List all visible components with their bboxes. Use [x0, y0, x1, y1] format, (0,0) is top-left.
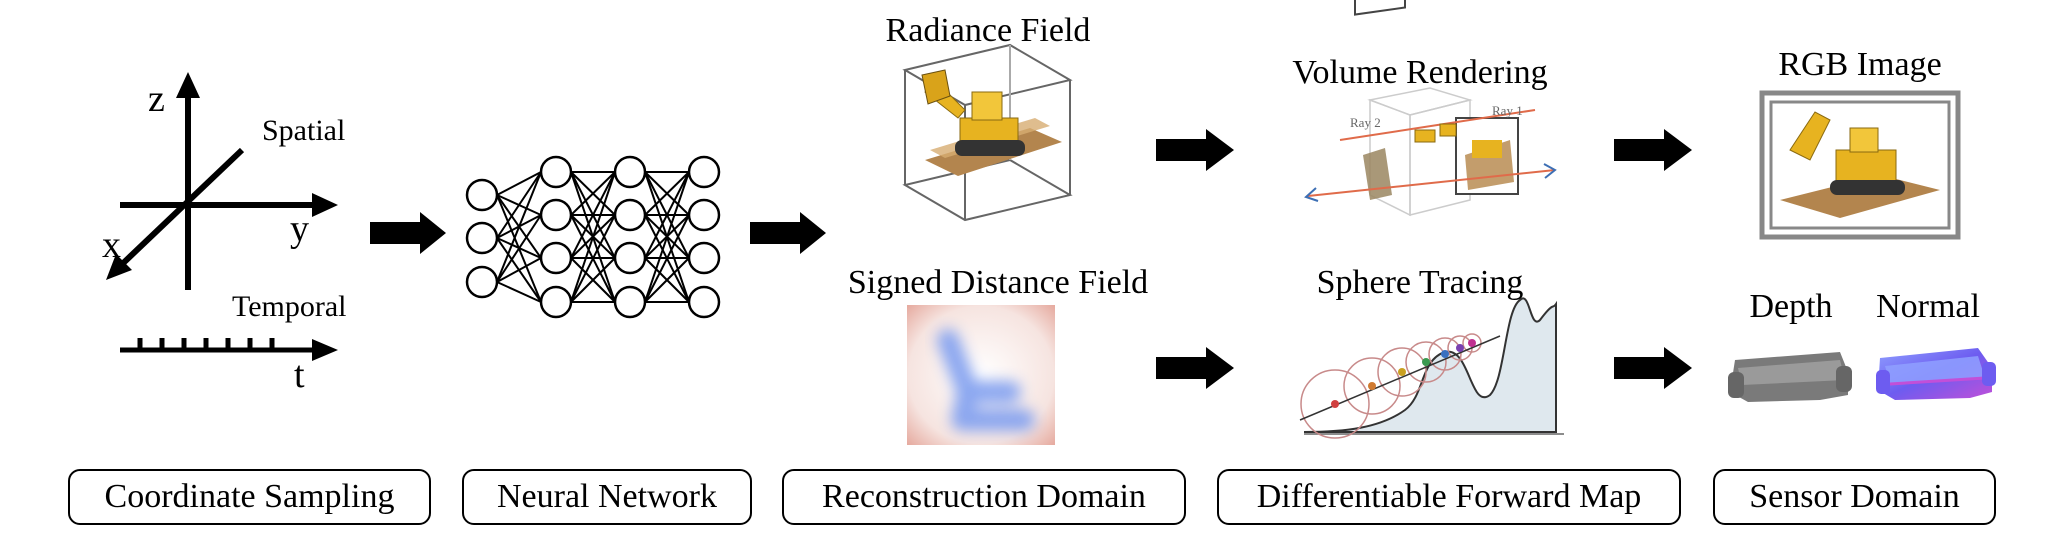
- nn-connection: [570, 214, 616, 303]
- normal-sofa-art: [1876, 348, 1996, 400]
- sphere-tracing-art: [1299, 297, 1564, 439]
- nn-connection: [496, 281, 542, 303]
- nn-node: [687, 198, 721, 232]
- rgb-image-art: [1759, 90, 1961, 240]
- nn-connection: [644, 171, 690, 303]
- volume-rendering-art: [1304, 0, 1557, 217]
- nn-node: [613, 198, 647, 232]
- stage-neural-network: Neural Network: [462, 469, 752, 525]
- ray-1-label: Ray 1: [1492, 103, 1523, 118]
- flow-arrows: [370, 129, 1692, 389]
- nn-node: [465, 178, 499, 212]
- nn-connection: [570, 257, 616, 303]
- nn-connection: [570, 171, 616, 303]
- temporal-label: Temporal: [232, 290, 347, 323]
- nn-connection: [496, 171, 542, 283]
- nn-connection: [644, 257, 690, 303]
- signed-distance-field: [907, 305, 1055, 445]
- t-axis-label: t: [294, 354, 305, 396]
- nn-node: [539, 285, 573, 319]
- nn-node: [465, 265, 499, 299]
- temporal-axis: [120, 338, 338, 361]
- arrow-6: [1614, 347, 1692, 389]
- normal-title: Normal: [1876, 288, 1980, 325]
- depth-title: Depth: [1749, 288, 1833, 325]
- z-arrowhead: [176, 72, 200, 98]
- arrow-1: [370, 212, 446, 254]
- spatial-axes: [106, 72, 338, 290]
- nn-connection: [496, 171, 542, 196]
- nn-connection: [644, 171, 690, 216]
- nn-connection: [570, 171, 616, 259]
- x-axis: [115, 147, 245, 271]
- arrow-5: [1614, 129, 1692, 171]
- arrow-4: [1156, 347, 1234, 389]
- y-axis-label: y: [290, 208, 309, 250]
- radiance-field-cube: [902, 43, 1073, 222]
- nn-node: [687, 241, 721, 275]
- ray-2-label: Ray 2: [1350, 115, 1381, 130]
- nn-node: [687, 285, 721, 319]
- stage-reconstruction-domain: Reconstruction Domain: [782, 469, 1186, 525]
- spatial-label: Spatial: [262, 114, 346, 147]
- nn-node: [539, 198, 573, 232]
- bulldozer-model: [921, 69, 1062, 176]
- rgb-image-title: RGB Image: [1778, 46, 1942, 83]
- arrow-3: [1156, 129, 1234, 171]
- stage-differentiable-forward-map: Differentiable Forward Map: [1217, 469, 1681, 525]
- nn-node: [465, 221, 499, 255]
- x-axis-label: x: [102, 224, 121, 266]
- sdf-title: Signed Distance Field: [847, 264, 1149, 301]
- z-axis-label: z: [148, 78, 165, 120]
- nn-node: [613, 241, 647, 275]
- nn-connection: [644, 171, 690, 259]
- nn-node: [613, 285, 647, 319]
- volume-rendering-title: Volume Rendering: [1292, 54, 1548, 91]
- nn-node: [539, 155, 573, 189]
- nn-node: [613, 155, 647, 189]
- nn-connection: [496, 214, 542, 283]
- nn-node: [687, 155, 721, 189]
- sphere-tracing-title: Sphere Tracing: [1316, 264, 1524, 301]
- nn-connection: [496, 171, 542, 239]
- nn-connection: [570, 171, 616, 216]
- neural-network: [465, 155, 721, 319]
- y-arrowhead: [312, 193, 338, 217]
- depth-sofa-art: [1728, 352, 1852, 402]
- nn-connection: [644, 214, 690, 303]
- radiance-field-title: Radiance Field: [885, 12, 1091, 49]
- stage-sensor-domain: Sensor Domain: [1713, 469, 1996, 525]
- nn-node: [539, 241, 573, 275]
- stage-coordinate-sampling: Coordinate Sampling: [68, 469, 431, 525]
- arrow-2: [750, 212, 826, 254]
- nn-connection: [496, 257, 542, 283]
- x-arrowhead: [106, 254, 132, 280]
